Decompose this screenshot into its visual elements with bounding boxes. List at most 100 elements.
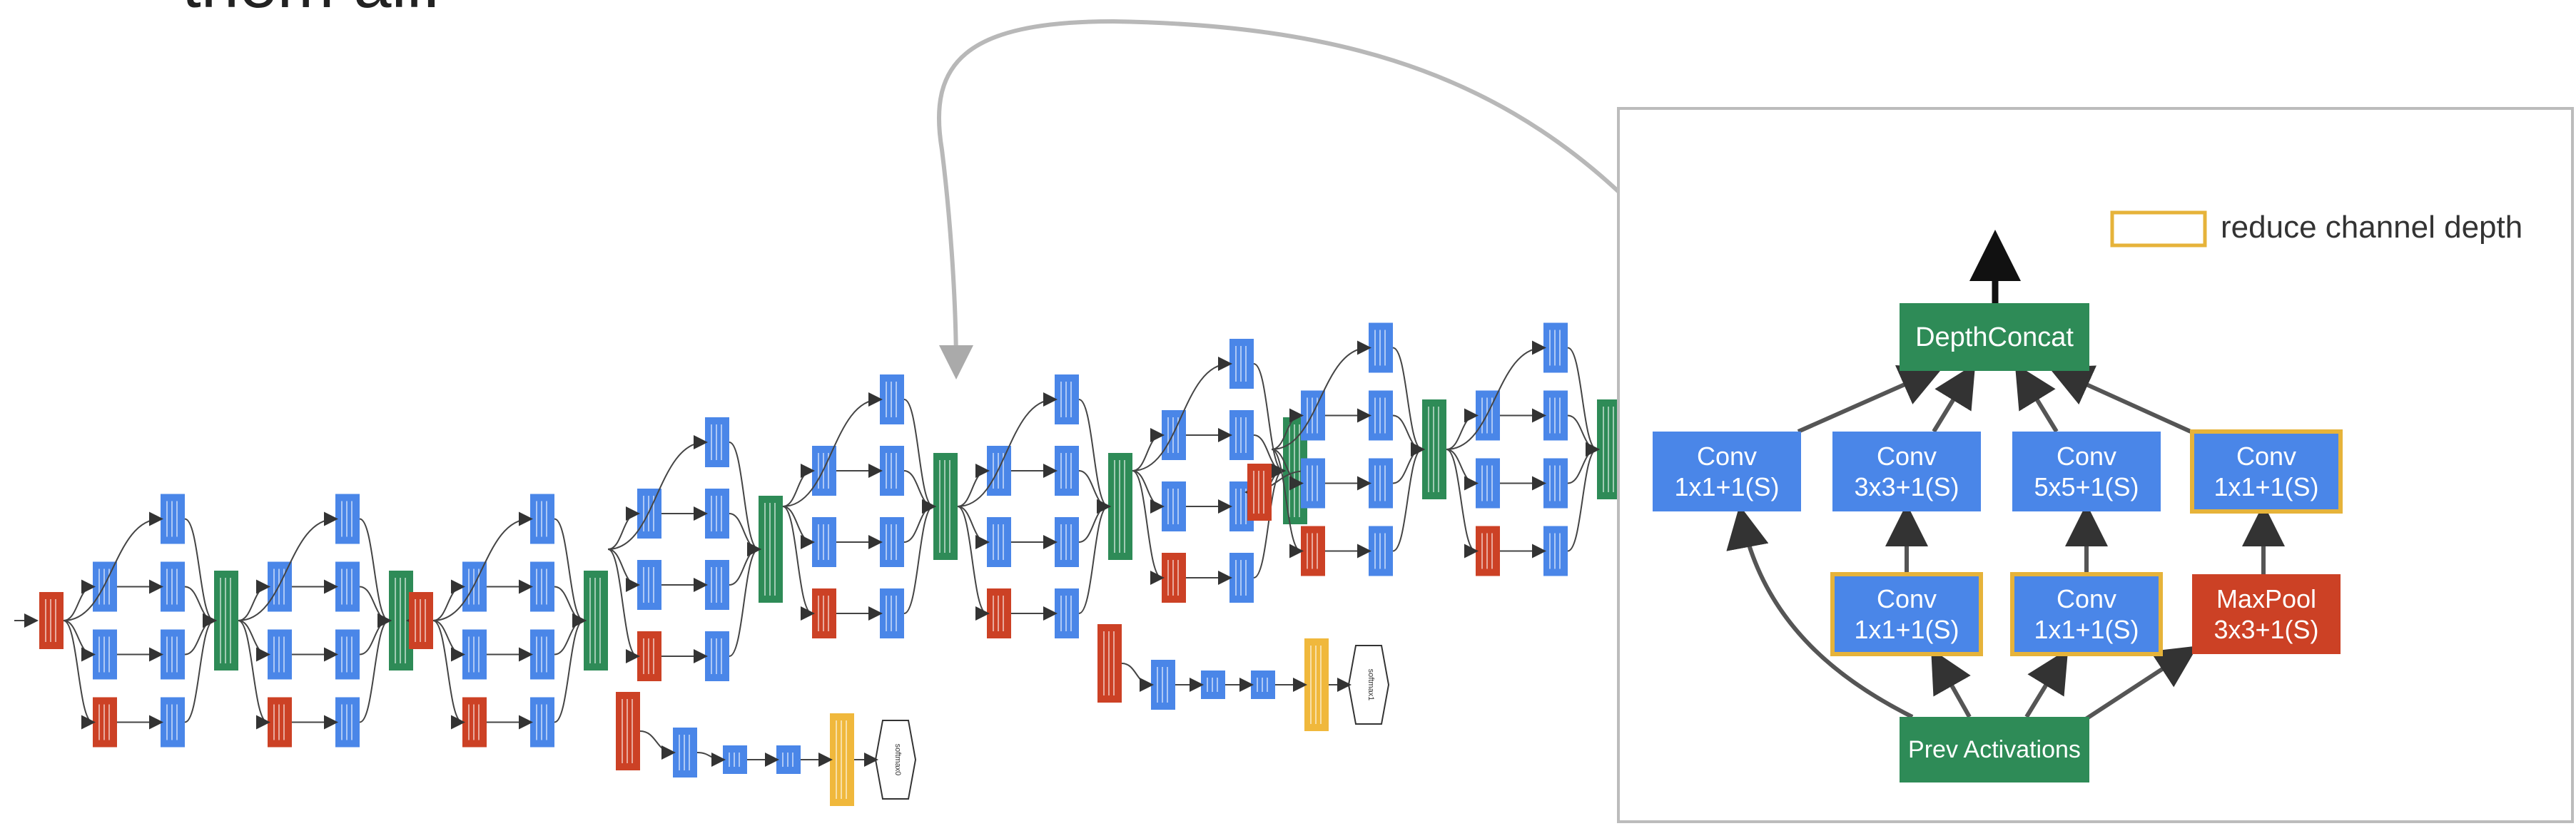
network-edge xyxy=(1078,470,1111,514)
network-edge xyxy=(554,613,587,723)
network-edge xyxy=(957,506,990,549)
top-conv-spec: 1x1+1(S) xyxy=(2214,472,2318,501)
network-edge xyxy=(554,613,587,656)
top-conv-title: Conv xyxy=(1697,442,1757,471)
network-edge xyxy=(957,464,990,507)
network-edge xyxy=(782,392,883,507)
network-edge xyxy=(903,499,936,543)
network-edge xyxy=(1446,449,1479,491)
network-edge xyxy=(1132,470,1165,514)
arrow-prev-pool xyxy=(2082,646,2199,723)
network-edge xyxy=(1392,442,1425,552)
network-edge xyxy=(238,620,270,730)
network-edge xyxy=(1392,414,1425,457)
network-edge xyxy=(432,579,465,621)
network-edge xyxy=(63,620,96,662)
bottom-box-title: MaxPool xyxy=(2216,584,2316,613)
bottom-box xyxy=(2010,572,2163,656)
network-edge xyxy=(1567,442,1600,484)
legend-swatch xyxy=(2110,210,2207,248)
network-edge xyxy=(1271,340,1371,450)
legend-label: reduce channel depth xyxy=(2221,210,2522,245)
module-top-row: Conv1x1+1(S)Conv3x3+1(S)Conv5x5+1(S)Conv… xyxy=(1653,429,2343,514)
top-conv-box xyxy=(1832,432,1981,511)
network-edge xyxy=(1567,442,1600,552)
network-edge xyxy=(729,542,761,657)
zoom-connector-arrow xyxy=(936,19,1626,379)
network-edge xyxy=(1446,449,1479,559)
network-edge xyxy=(238,511,338,621)
top-conv-title: Conv xyxy=(1877,442,1937,471)
arrow-conv1-concat xyxy=(1797,364,1943,434)
prev-activations-node xyxy=(1900,717,2089,782)
network-edge xyxy=(1446,408,1479,450)
googlenet-network: softmax0 softmax1 xyxy=(14,322,1636,806)
network-edge xyxy=(1392,442,1425,484)
module-arrows xyxy=(1726,230,2285,723)
network-edge xyxy=(1132,357,1232,471)
network-edge xyxy=(957,392,1058,507)
depthconcat-label: DepthConcat xyxy=(1915,322,2074,352)
depthconcat-node xyxy=(1900,303,2089,371)
bottom-box-spec: 1x1+1(S) xyxy=(2034,615,2139,644)
network-edge xyxy=(1121,663,1154,692)
bottom-box-title: Conv xyxy=(2057,584,2116,613)
network-edge xyxy=(184,613,217,723)
network-edge xyxy=(554,586,587,628)
network-edge xyxy=(238,579,270,621)
network-edge xyxy=(432,620,465,662)
network-edge xyxy=(1078,499,1111,614)
bottom-box xyxy=(2192,574,2341,654)
arrow-conv5-concat xyxy=(2014,363,2059,433)
network-edge xyxy=(1271,449,1304,559)
top-conv-title: Conv xyxy=(2236,442,2296,471)
network-edge xyxy=(1078,499,1111,543)
network-edge xyxy=(359,613,392,656)
network-edge xyxy=(1271,408,1304,450)
network-edge xyxy=(639,730,676,760)
softmax0-label: softmax0 xyxy=(893,744,902,776)
top-conv-box xyxy=(1653,432,1801,511)
arrow-conv3-concat xyxy=(1932,363,1976,433)
network-edge xyxy=(729,513,761,556)
network-edge xyxy=(782,506,815,549)
top-conv-box xyxy=(2012,432,2161,511)
top-conv-title: Conv xyxy=(2057,442,2116,471)
bottom-box-spec: 3x3+1(S) xyxy=(2214,615,2318,644)
network-edge xyxy=(359,613,392,723)
top-conv-spec: 1x1+1(S) xyxy=(1674,472,1779,501)
network-edge xyxy=(63,511,163,621)
prev-activations-label: Prev Activations xyxy=(1908,736,2081,763)
network-edge xyxy=(782,464,815,507)
network-edge xyxy=(903,470,936,514)
network-edge xyxy=(1253,464,1286,578)
network-edge xyxy=(607,506,640,550)
top-conv-spec: 5x5+1(S) xyxy=(2034,472,2139,501)
network-edge xyxy=(607,549,640,592)
network-edge xyxy=(607,549,640,663)
bottom-box-title: Conv xyxy=(1877,584,1937,613)
network-edge xyxy=(432,620,465,730)
network-edge xyxy=(1271,449,1304,491)
network-edge xyxy=(184,586,217,628)
network-edge xyxy=(63,579,96,621)
arrow-prev-red5 xyxy=(2024,648,2069,718)
network-edge xyxy=(607,435,708,550)
network-edge xyxy=(432,511,533,621)
network-edge xyxy=(184,613,217,656)
network-edge xyxy=(1446,340,1546,450)
softmax1-label: softmax1 xyxy=(1366,669,1375,701)
arrow-prev-red3 xyxy=(1931,648,1972,718)
top-conv-spec: 3x3+1(S) xyxy=(1854,472,1959,501)
bottom-box xyxy=(1830,572,1983,656)
slide-headline: them all. xyxy=(182,0,441,19)
top-conv-box xyxy=(2190,429,2343,514)
